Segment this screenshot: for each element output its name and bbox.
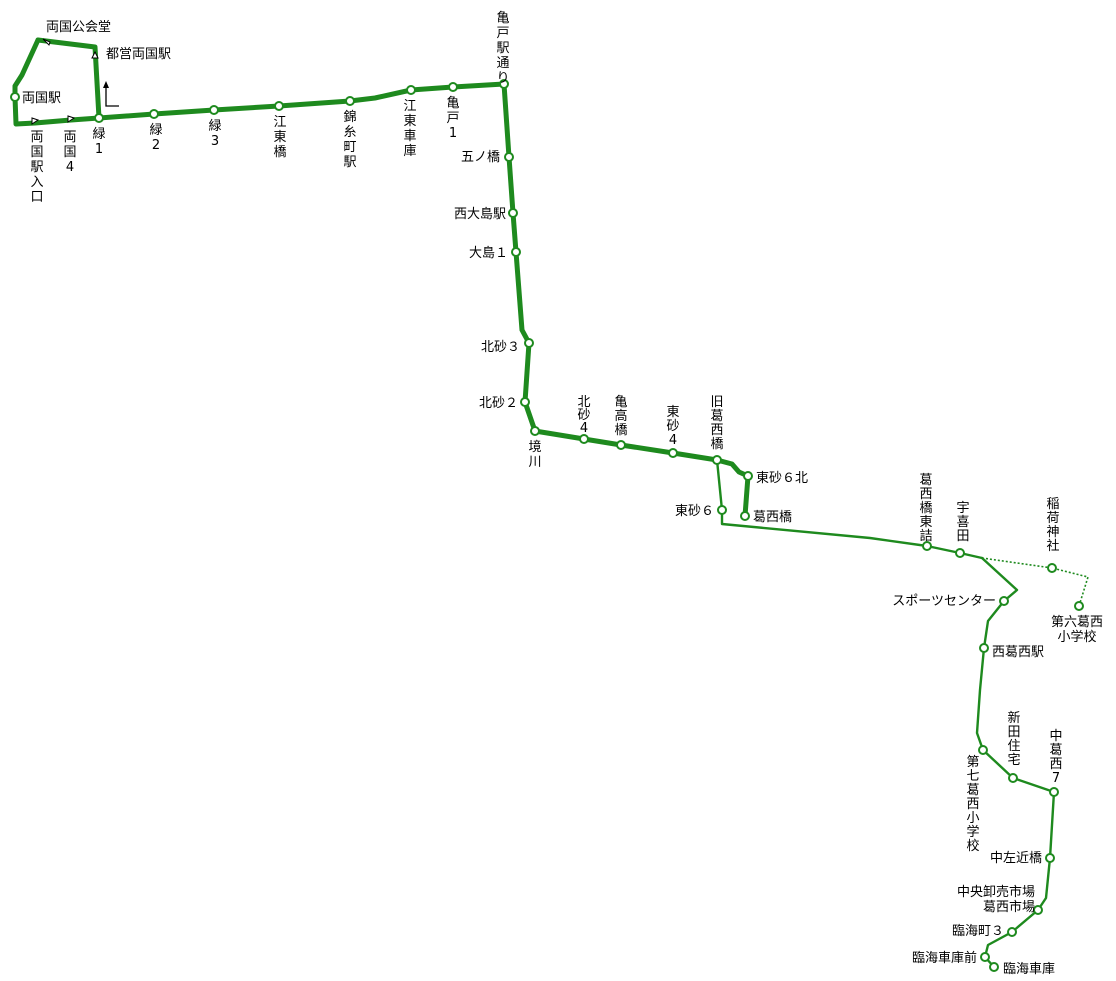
turn-arrowhead-icon [103,81,109,88]
label-kasaibashi: 葛西橋 [753,510,792,525]
stop-nishi-kasai[interactable] [979,643,989,653]
stop-kitasuna4[interactable] [579,434,589,444]
stop-shinden[interactable] [1008,773,1018,783]
label-koto-shako: 江東車庫 [403,99,416,159]
stop-dai6-kasai[interactable] [1074,601,1084,611]
stop-kame-takabashi[interactable] [616,440,626,450]
stop-kameido-dori[interactable] [499,79,509,89]
stop-ukita[interactable] [955,548,965,558]
turn-arrow-icon [105,84,119,107]
label-ryogoku-station: 両国駅 [22,91,61,106]
label-rinkai-shako: 臨海車庫 [1003,962,1055,977]
label-dai6-kasai: 第六葛西小学校 [1051,615,1103,645]
label-ryogoku-iriguchi: 両国駅入口 [30,130,43,205]
label-nishi-kasai: 西葛西駅 [992,645,1044,660]
stop-kasai-tozume[interactable] [922,541,932,551]
stop-midori2[interactable] [149,109,159,119]
stop-koto-bashi[interactable] [274,101,284,111]
stop-labels: 両国公会堂 都営両国駅 両国駅 五ノ橋 西大島駅 大島１ 北砂３ 北砂２ 東砂６… [22,11,1103,977]
stop-higashisuna6kita[interactable] [743,471,753,481]
label-higashisuna6kita: 東砂６北 [756,470,808,486]
stop-kasaibashi[interactable] [740,511,750,521]
label-market: 中央卸売市場葛西市場 [957,884,1035,915]
arrow-left-icon [42,38,51,46]
stop-rinkai-shako[interactable] [989,962,999,972]
stop-ryogoku-station[interactable] [10,92,20,102]
stop-nishi-ojima[interactable] [508,208,518,218]
stop-midori1[interactable] [94,113,104,123]
stop-shako-mae[interactable] [980,952,990,962]
stop-rinkai3[interactable] [1007,927,1017,937]
stop-market[interactable] [1033,905,1043,915]
label-sports-center: スポーツセンター [892,594,996,609]
label-kame-takabashi: 亀高橋 [614,395,627,438]
label-gonohashi: 五ノ橋 [461,150,500,165]
label-shako-mae: 臨海車庫前 [912,950,977,966]
label-inari-jinja: 稲荷神社 [1046,497,1059,554]
label-koto-bashi: 江東橋 [273,115,286,160]
label-kinshicho: 錦糸町駅 [343,109,356,170]
label-kyu-kasai: 旧葛西橋 [710,395,723,452]
label-ukita: 宇喜田 [956,501,969,544]
label-nishi-ojima: 西大島駅 [454,207,506,222]
arrow-right-icon [67,115,76,123]
stop-higashisuna6[interactable] [717,505,727,515]
arrow-right-icon [31,117,40,125]
label-kasai-tozume: 葛西橋東詰 [919,473,932,544]
stop-kitasuna2[interactable] [520,397,530,407]
stop-kitasuna3[interactable] [524,338,534,348]
stop-kameido1[interactable] [448,82,458,92]
stop-nakasakon[interactable] [1045,853,1055,863]
stop-gonohashi[interactable] [504,152,514,162]
label-ryogoku-kokaido: 両国公会堂 [46,20,111,35]
route-line-dotted [981,557,1090,607]
stop-sports-center[interactable] [999,596,1009,606]
label-higashisuna6: 東砂６ [675,503,714,519]
stop-dai7-kasai[interactable] [978,745,988,755]
label-kameido-dori: 亀戸駅通り [496,11,509,86]
label-rinkai3: 臨海町３ [952,924,1004,939]
label-sakaigawa: 境川 [528,440,541,470]
stop-higashisuna4[interactable] [668,448,678,458]
stop-kyu-kasaibashi[interactable] [712,455,722,465]
arrow-up-icon [91,50,99,59]
route-line-main [35,37,751,519]
stops [10,79,1084,972]
stop-kinshicho[interactable] [345,96,355,106]
stop-midori3[interactable] [209,105,219,115]
label-toei-ryogoku: 都営両国駅 [106,47,171,62]
stop-inari-jinja[interactable] [1047,563,1057,573]
label-kitasuna2: 北砂２ [479,396,518,411]
stop-sakaigawa[interactable] [530,426,540,436]
label-shinden: 新田住宅 [1007,710,1020,768]
stop-nakakasai7[interactable] [1049,787,1059,797]
label-ojima1: 大島１ [469,246,508,261]
label-kitasuna3: 北砂３ [481,340,520,355]
stop-ojima1[interactable] [511,247,521,257]
direction-arrows [31,38,119,125]
label-nakasakon: 中左近橋 [990,851,1042,866]
stop-koto-shako[interactable] [406,85,416,95]
label-dai7-kasai: 第七葛西小学校 [966,755,979,854]
route-line-ryogoku-loop [12,37,102,127]
